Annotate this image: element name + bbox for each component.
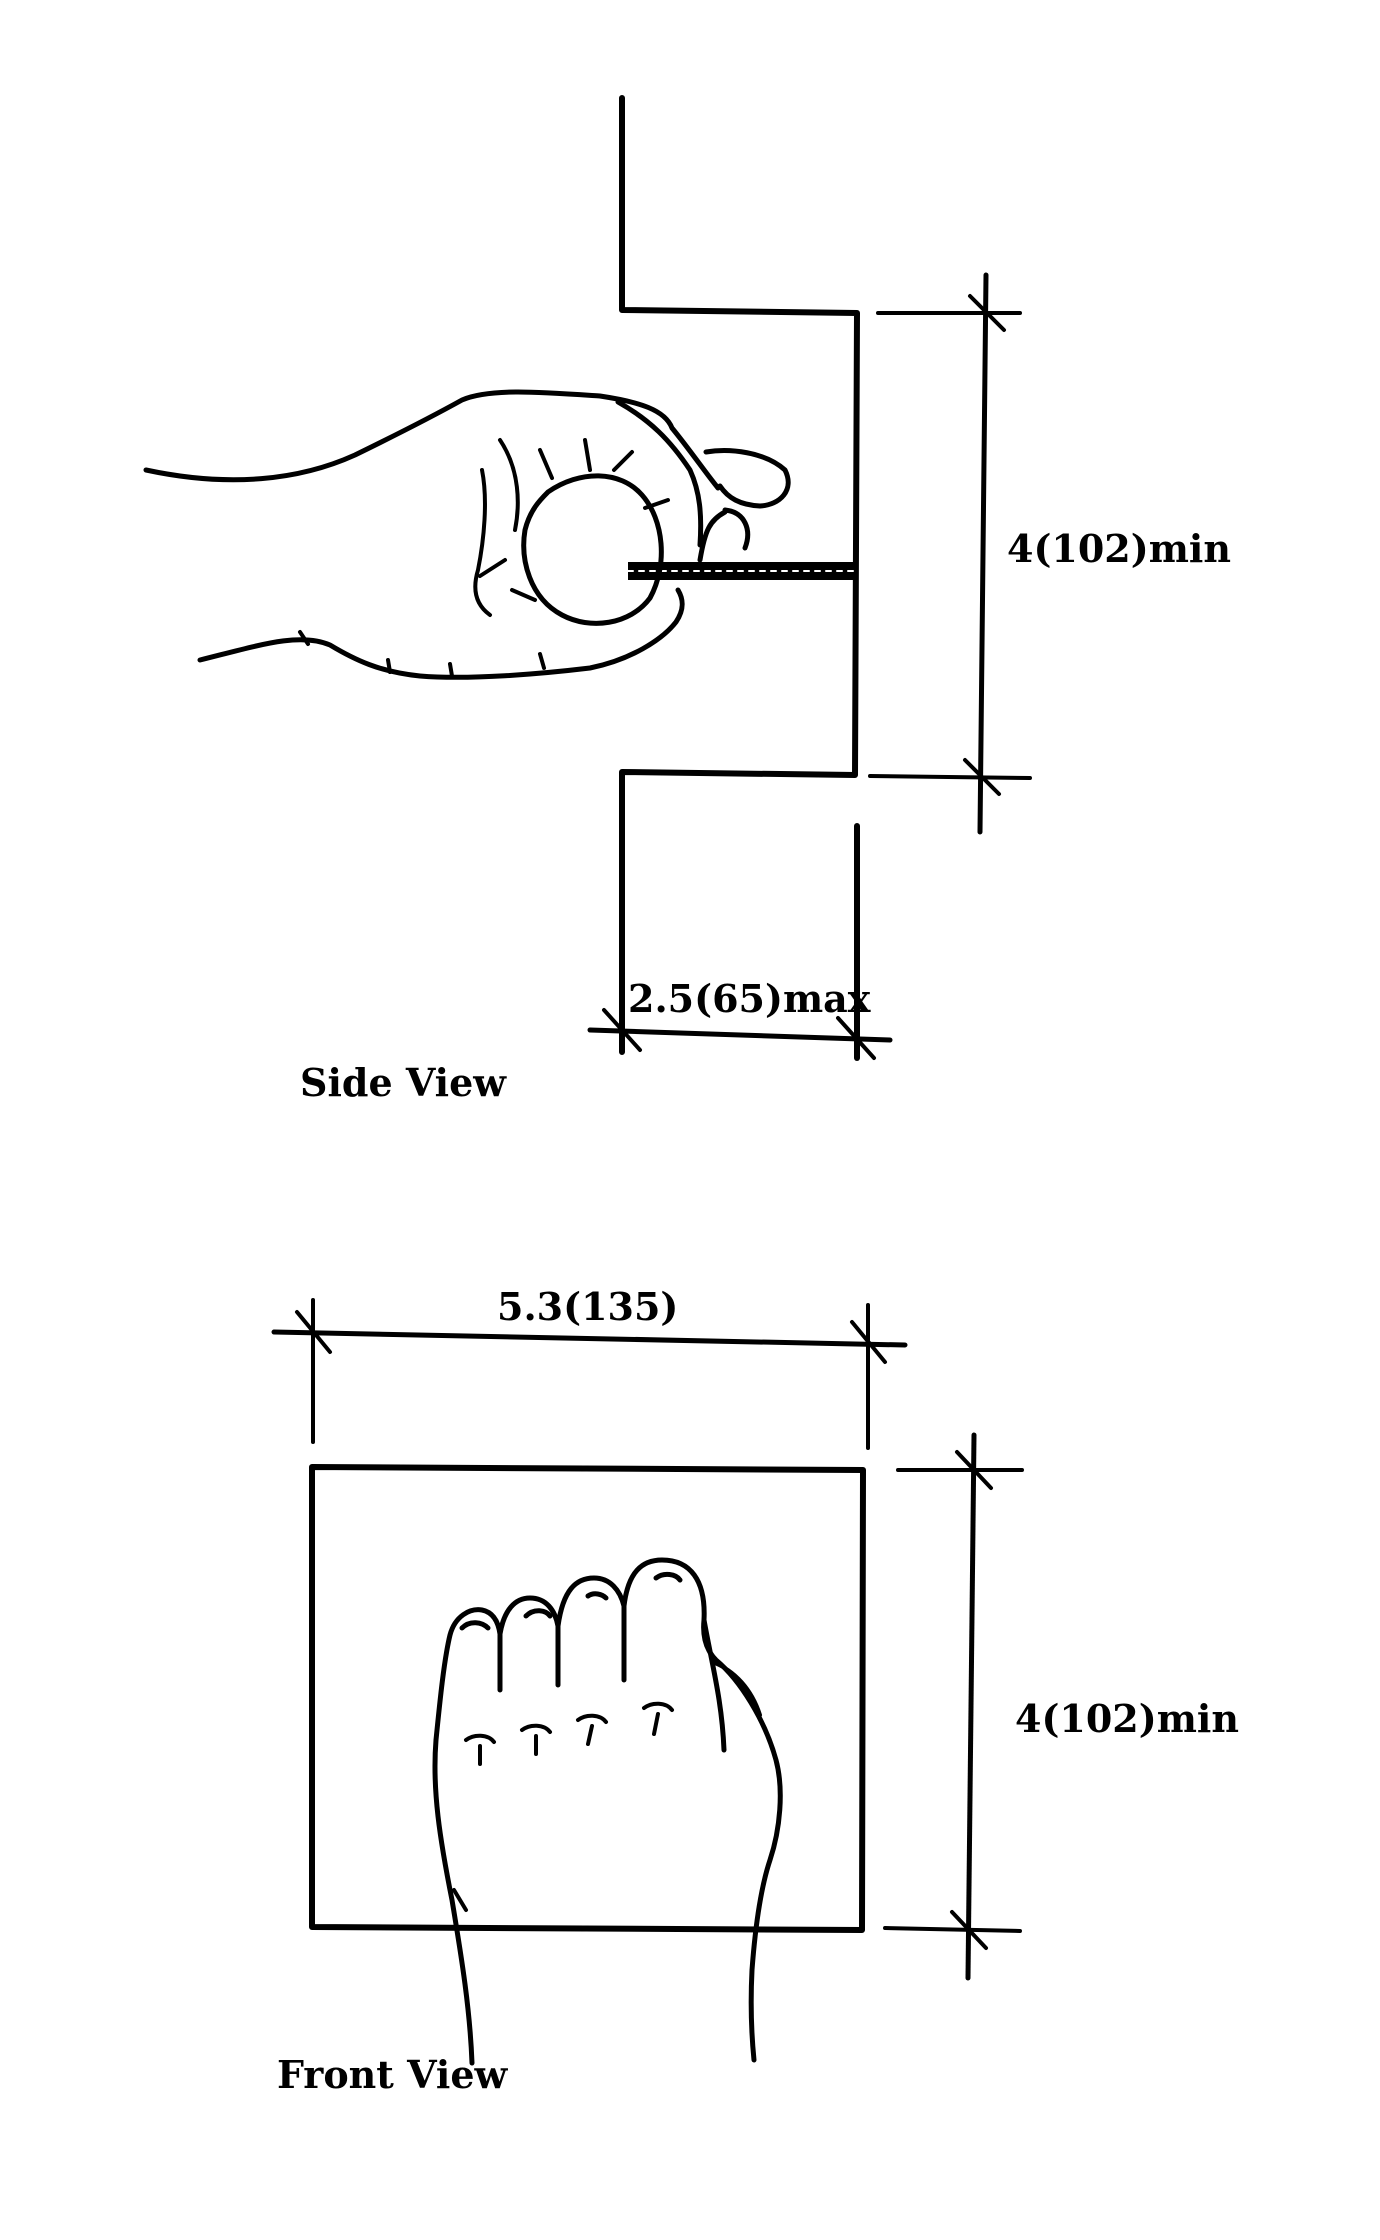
front-width-dimension: 5.3(135) — [271, 1284, 908, 1450]
hand-finger-creases — [473, 438, 670, 617]
front-width-dim-line — [271, 1329, 908, 1348]
side-view: 4(102)min 2.5(65)max Side View — [143, 95, 1231, 1105]
front-recess-outline — [309, 1464, 866, 1933]
front-height-tick-top — [955, 1450, 993, 1490]
side-height-ext-bottom — [868, 774, 1032, 780]
front-width-tick-right — [850, 1320, 887, 1364]
side-view-caption: Side View — [300, 1060, 507, 1105]
side-height-dimension: 4(102)min — [868, 272, 1231, 835]
hand-arm-lower-outline — [197, 587, 685, 680]
front-hand-sketch — [432, 1557, 783, 2066]
front-height-dim-line — [965, 1432, 977, 1981]
side-height-label: 4(102)min — [1007, 526, 1231, 571]
side-depth-label: 2.5(65)max — [628, 976, 871, 1021]
fist-thumb-edge — [452, 1660, 762, 1912]
front-width-label: 5.3(135) — [497, 1284, 678, 1329]
hand-palm-lines — [298, 630, 546, 678]
fist-finger-separations — [497, 1603, 727, 1753]
front-height-tick-bottom — [950, 1910, 988, 1950]
side-wall-recess-profile — [619, 95, 860, 1055]
front-height-dimension: 4(102)min — [883, 1432, 1239, 1981]
side-hand-sketch — [143, 389, 791, 680]
front-height-ext-bottom — [883, 1926, 1022, 1933]
side-height-dim-line — [977, 272, 989, 835]
front-height-label: 4(102)min — [1015, 1696, 1239, 1741]
front-width-tick-left — [295, 1310, 332, 1354]
hand-knuckles — [615, 399, 791, 563]
side-height-tick-bottom — [963, 758, 1001, 796]
fist-nails — [459, 1571, 683, 1631]
side-height-tick-top — [968, 294, 1006, 332]
side-depth-dimension: 2.5(65)max — [587, 976, 893, 1060]
side-depth-tick-left — [602, 1008, 642, 1052]
hand-arm-upper-outline — [143, 389, 721, 491]
side-depth-tick-right — [836, 1016, 876, 1060]
hand-curled-fingers — [521, 473, 664, 626]
side-depth-dim-line — [587, 1027, 893, 1043]
fist-outline — [432, 1557, 783, 2066]
fist-knuckle-marks — [464, 1701, 674, 1766]
front-view-caption: Front View — [277, 2052, 509, 2097]
front-view: 5.3(135) 4(102)min Front View — [271, 1284, 1239, 2097]
